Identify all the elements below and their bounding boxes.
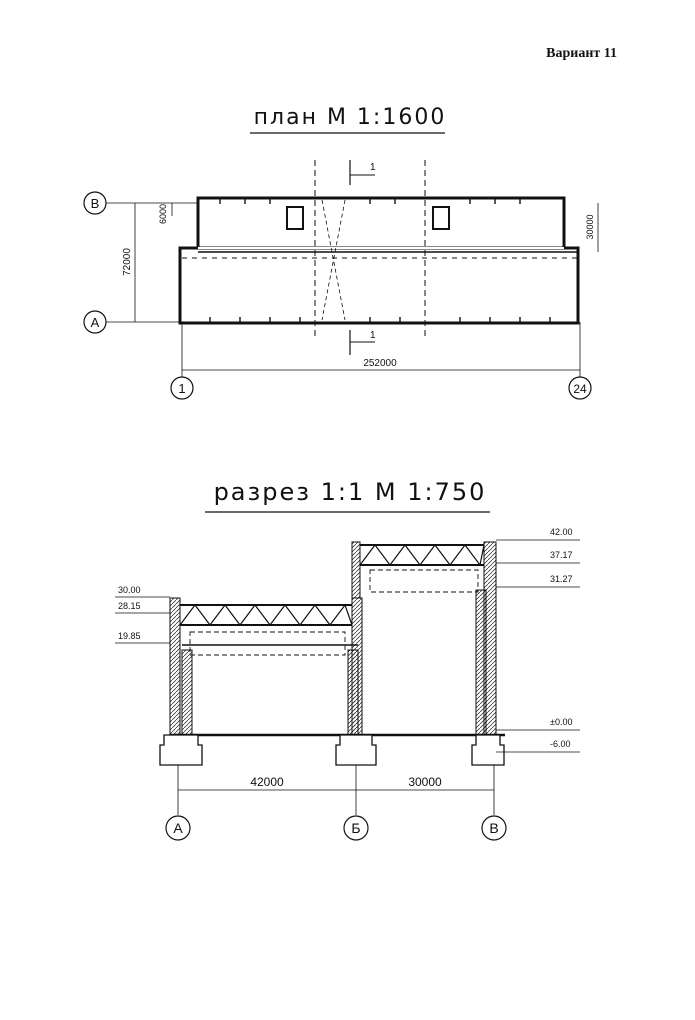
dim-right-span: 30000	[585, 214, 595, 239]
plan-title: план М 1:1600	[254, 105, 447, 130]
axis-bubble-v	[83, 191, 107, 215]
columns	[181, 589, 487, 736]
span-left: 42000	[250, 775, 284, 789]
right-levels: 42.00 37.17 31.27 ±0.00 -6.00	[496, 527, 580, 753]
section-axis-v	[481, 815, 507, 841]
variant-label: Вариант 11	[546, 46, 617, 61]
dim-total-length: 252000	[363, 358, 397, 369]
axis-label-24: 24	[573, 382, 587, 396]
axis-label-a: А	[91, 315, 100, 330]
right-crane	[369, 569, 479, 593]
level-right-2: 37.17	[550, 550, 573, 560]
section-view: разрез 1:1 М 1:750	[115, 478, 580, 841]
plan-brace-1	[321, 199, 346, 321]
axis-bubble-24	[568, 376, 592, 400]
section-title: разрез 1:1 М 1:750	[214, 478, 487, 506]
level-left-2: 28.15	[118, 601, 141, 611]
section-axis-b	[343, 815, 369, 841]
foundations	[159, 734, 505, 766]
section-axis-a	[165, 815, 191, 841]
plan-room-left	[286, 206, 304, 230]
span-right: 30000	[408, 775, 442, 789]
axis-label-1: 1	[178, 381, 185, 396]
section-axis-a-label: А	[173, 820, 183, 836]
level-right-5: -6.00	[550, 739, 571, 749]
axis-label-v: В	[91, 196, 100, 211]
plan-upper-bay	[196, 196, 566, 250]
level-right-1: 42.00	[550, 527, 573, 537]
cut-label-top: 1	[370, 162, 376, 173]
section-axis-v-label: В	[489, 820, 498, 836]
cut-label-bottom: 1	[370, 330, 376, 341]
axis-bubble-a	[83, 310, 107, 334]
level-left-1: 30.00	[118, 585, 141, 595]
plan-lower-bay	[178, 246, 580, 325]
plan-brace-2	[321, 199, 346, 321]
plan-view: план М 1:1600	[83, 105, 599, 400]
left-levels: 30.00 28.15 19.85	[115, 585, 170, 644]
left-truss	[179, 603, 353, 626]
right-truss	[359, 544, 485, 567]
axis-bubble-1	[170, 376, 194, 400]
left-crane	[189, 631, 346, 656]
plan-room-right	[432, 206, 450, 230]
dim-height: 72000	[122, 248, 133, 276]
dim-offset: 6000	[158, 204, 168, 224]
level-right-3: 31.27	[550, 574, 573, 584]
left-wall	[169, 597, 181, 736]
level-left-3: 19.85	[118, 631, 141, 641]
middle-wall-high	[351, 541, 361, 599]
section-axis-b-label: Б	[351, 820, 360, 836]
level-right-4: ±0.00	[550, 717, 572, 727]
